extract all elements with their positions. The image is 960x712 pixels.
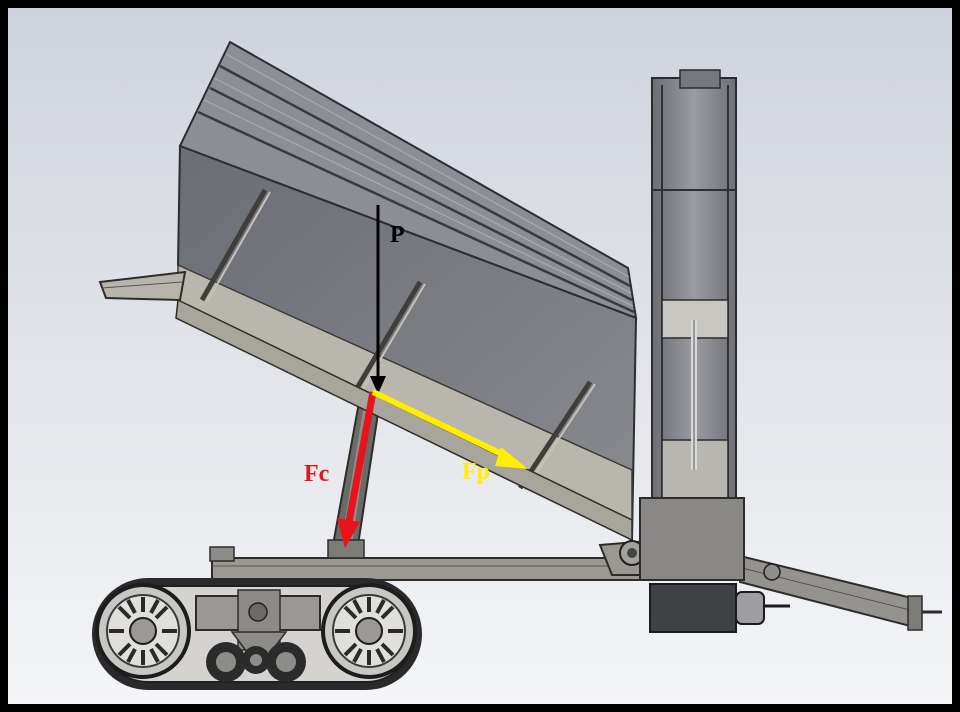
force-fp-arrow [371, 389, 528, 469]
force-p-arrow [370, 205, 386, 394]
vertical-elevator-icon [639, 69, 790, 633]
force-fc-arrow [337, 391, 377, 548]
force-p-label: P [390, 222, 405, 248]
tilted-hopper-icon [98, 40, 672, 576]
force-fp-label: Fp [462, 459, 490, 485]
force-fc-label: Fc [304, 461, 330, 487]
tracked-undercarriage-icon [92, 546, 942, 690]
